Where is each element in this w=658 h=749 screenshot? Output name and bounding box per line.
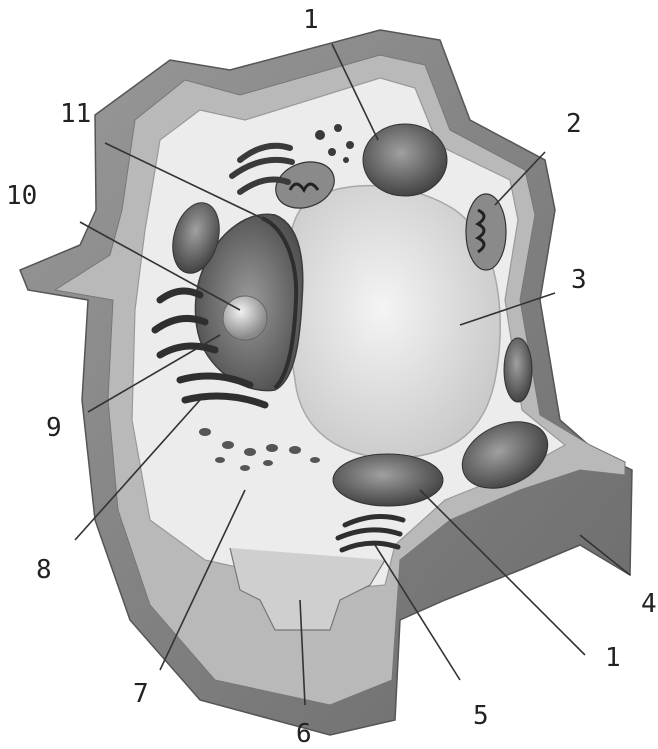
label-8: 8 [36, 555, 52, 585]
chloroplast-bottom [333, 454, 443, 506]
chloroplast-right-small [504, 338, 532, 402]
mitochondrion-right [466, 194, 506, 270]
label-1-top: 1 [303, 5, 319, 35]
label-9: 9 [46, 413, 62, 443]
label-6: 6 [296, 719, 312, 749]
label-10: 10 [6, 181, 37, 211]
label-3: 3 [571, 265, 587, 295]
label-1-bottom: 1 [605, 643, 621, 673]
label-11: 11 [60, 99, 91, 129]
label-7: 7 [133, 679, 149, 709]
label-2: 2 [566, 109, 582, 139]
label-4: 4 [641, 589, 657, 619]
label-5: 5 [473, 701, 489, 731]
nucleolus [223, 296, 267, 340]
